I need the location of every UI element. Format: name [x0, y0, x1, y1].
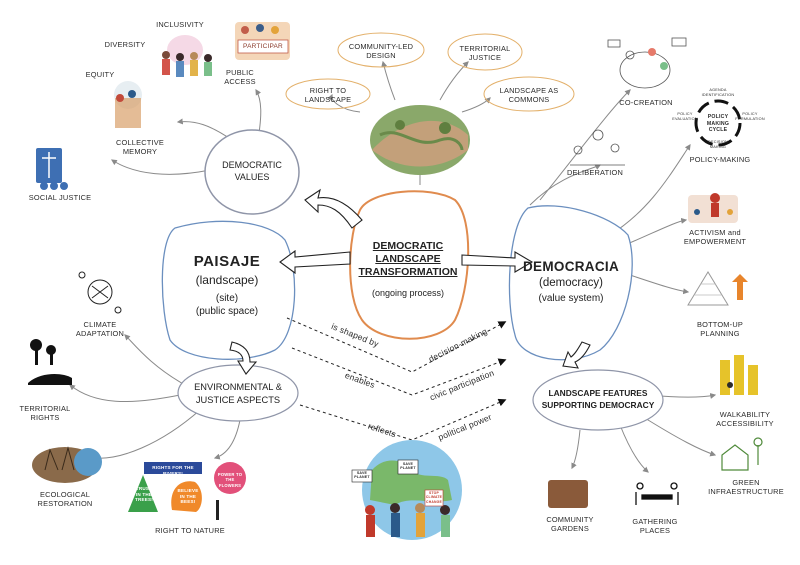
bottom-up-pyramid-icon [687, 271, 748, 306]
label-right-to-landscape: RIGHT TO LANDSCAPE [304, 86, 352, 105]
landscape-photo-illustration [370, 105, 470, 175]
democratic-values-title: DEMOCRATIC VALUES [222, 160, 282, 183]
label-equity: EQUITY [85, 70, 115, 79]
policy-stage-formulation: POLICY FORMULATION [735, 112, 765, 121]
policy-stage-decision: DECISION MAKING [708, 140, 728, 149]
social-justice-icon [36, 148, 68, 190]
outlined-arrows [229, 188, 591, 375]
democracia-node [508, 205, 633, 361]
policy-stage-agenda: AGENDA IDENTIFICATION [701, 88, 735, 97]
label-deliberation: DELIBERATION [566, 168, 624, 177]
territorial-rights-icon [28, 339, 72, 385]
label-inclusivity: INCLUSIVITY [156, 20, 204, 29]
protest-sign-save-planet-2: SAVE PLANET [400, 462, 416, 471]
right-to-nature-signs-illustration [128, 462, 246, 520]
arrow-center-to-paisaje [279, 249, 351, 275]
sign-power-to-flowers: POWER TO THE FLOWERS [217, 472, 243, 488]
label-community-gardens: COMMUNITY GARDENS [546, 515, 594, 534]
label-territorial-justice: TERRITORIAL JUSTICE [459, 44, 511, 63]
paisaje-title: PAISAJE [193, 253, 261, 270]
community-gardens-icon [548, 468, 588, 508]
label-climate-adaptation: CLIMATE ADAPTATION [75, 320, 125, 339]
climate-adaptation-icon [78, 271, 122, 314]
arrow-center-to-values [304, 188, 363, 229]
bubble-territorial-justice [447, 33, 523, 71]
diversity-crowd-illustration [162, 35, 212, 77]
label-territorial-rights: TERRITORIAL RIGHTS [19, 404, 71, 423]
label-bottom-up-planning: BOTTOM-UP PLANNING [696, 320, 743, 339]
sign-believe-in-bees: BELIEVE IN THE BEES! [177, 488, 199, 505]
bubble-landscape-as-commons [483, 76, 575, 112]
label-policy-making: POLICY-MAKING [689, 155, 751, 164]
label-walkability: WALKABILITY ACCESSIBILITY [716, 410, 774, 429]
top-bubbles [285, 32, 575, 112]
co-creation-sketch-illustration [607, 37, 687, 89]
label-right-to-nature: RIGHT TO NATURE [155, 526, 225, 535]
democracia-subtitle: (democracy) [539, 277, 603, 289]
relation-lines [286, 317, 507, 441]
environmental-title: ENVIRONMENTAL & JUSTICE ASPECTS [194, 382, 282, 405]
democratic-values-node [204, 129, 300, 215]
policy-stage-evaluation: POLICY EVALUATION [672, 112, 698, 121]
gathering-places-icon [635, 482, 679, 505]
label-gathering-places: GATHERING PLACES [632, 517, 678, 536]
label-community-led-design: COMMUNITY-LED DESIGN [348, 42, 414, 61]
label-co-creation: CO-CREATION [619, 98, 673, 107]
walkability-illustration [720, 355, 758, 395]
paisaje-details: (site) (public space) [195, 293, 259, 317]
ecological-restoration-illustration [32, 446, 102, 483]
earth-protest-illustration [351, 440, 462, 540]
label-diversity: DIVERSITY [104, 40, 146, 49]
arrow-democracia-to-features [562, 341, 591, 369]
democracia-title: DEMOCRACIA [523, 259, 619, 274]
label-ecological-restoration: ECOLOGICAL RESTORATION [37, 490, 93, 509]
label-public-access: PUBLIC ACCESS [224, 68, 256, 87]
label-green-infraestructure: GREEN INFRAESTRUCTURE [708, 478, 784, 497]
paisaje-node [161, 220, 296, 360]
policy-cycle-diagram [694, 99, 742, 147]
center-node [349, 190, 470, 340]
bubble-community-led-design [337, 32, 425, 68]
deliberation-sketch-illustration [570, 129, 625, 166]
sign-rights-for-rivers: RIGHTS FOR THE RIVERS! [152, 465, 194, 476]
label-social-justice: SOCIAL JUSTICE [28, 193, 92, 202]
label-collective-memory: COLLECTIVE MEMORY [115, 138, 164, 157]
environmental-node [177, 364, 299, 422]
label-activism-empowerment: ACTIVISM and EMPOWERMENT [683, 228, 747, 247]
policy-cycle-center: POLICY MAKING CYCLE [706, 114, 730, 133]
arrow-center-to-democracia [461, 251, 534, 273]
center-subtitle: (ongoing process) [371, 288, 445, 298]
activism-illustration [688, 193, 738, 223]
bubble-right-to-landscape [285, 78, 371, 110]
label-landscape-as-commons: LANDSCAPE AS COMMONS [499, 86, 559, 105]
connector-arrows [69, 60, 717, 473]
equity-illustration [114, 81, 142, 128]
arrow-paisaje-to-environmental [229, 341, 258, 375]
protest-sign-save-planet-1: SAVE PLANET [354, 471, 370, 480]
green-infrastructure-icon [721, 437, 763, 471]
paisaje-subtitle: (landscape) [195, 273, 259, 287]
sign-trust-in-trees: TRUST IN THE TREES! [134, 486, 154, 503]
protest-sign-stop-climate-change: STOP CLIMATE CHANGE [425, 491, 443, 504]
democracia-details: (value system) [538, 293, 604, 304]
center-title: DEMOCRATIC LANDSCAPE TRANSFORMATION [358, 240, 458, 279]
landscape-features-node [532, 369, 664, 431]
participar-sign-text: PARTICIPAR [243, 43, 283, 50]
participar-crowd-illustration [235, 22, 290, 60]
landscape-features-title: LANDSCAPE FEATURES SUPPORTING DEMOCRACY [541, 388, 655, 410]
